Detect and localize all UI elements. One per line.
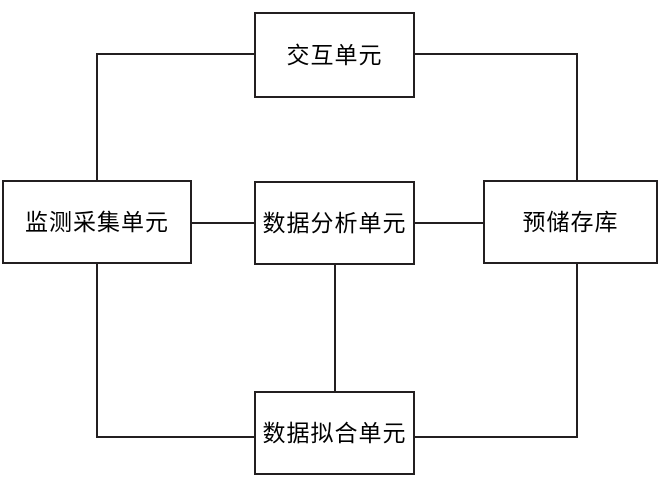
node-data-analysis-unit[interactable]: 数据分析单元: [254, 181, 415, 265]
connector-analysis-to-fitting: [334, 264, 336, 392]
connector-monitoring-to-analysis: [191, 222, 255, 224]
node-label-monitoring-collection-unit: 监测采集单元: [25, 208, 169, 235]
connector-fitting-to-left-rail: [96, 436, 255, 438]
node-label-data-analysis-unit: 数据分析单元: [262, 209, 407, 236]
connector-left-rail-lower-vertical: [96, 263, 98, 438]
connector-right-rail-lower-vertical: [576, 263, 578, 438]
node-pre-storage-repository[interactable]: 预储存库: [483, 180, 658, 264]
node-label-data-fitting-unit: 数据拟合单元: [262, 419, 407, 446]
connector-interaction-to-right-rail: [415, 53, 578, 55]
node-label-pre-storage-repository: 预储存库: [522, 208, 619, 235]
node-interaction-unit[interactable]: 交互单元: [254, 12, 415, 98]
connector-fitting-to-right-rail: [414, 436, 578, 438]
connector-interaction-to-left-rail: [96, 53, 254, 55]
connector-analysis-to-storage: [414, 222, 484, 224]
connector-right-rail-vertical: [576, 53, 578, 182]
node-monitoring-collection-unit[interactable]: 监测采集单元: [2, 180, 192, 264]
node-data-fitting-unit[interactable]: 数据拟合单元: [254, 391, 415, 475]
node-label-interaction-unit: 交互单元: [286, 41, 383, 68]
connector-left-rail-vertical: [96, 53, 98, 182]
